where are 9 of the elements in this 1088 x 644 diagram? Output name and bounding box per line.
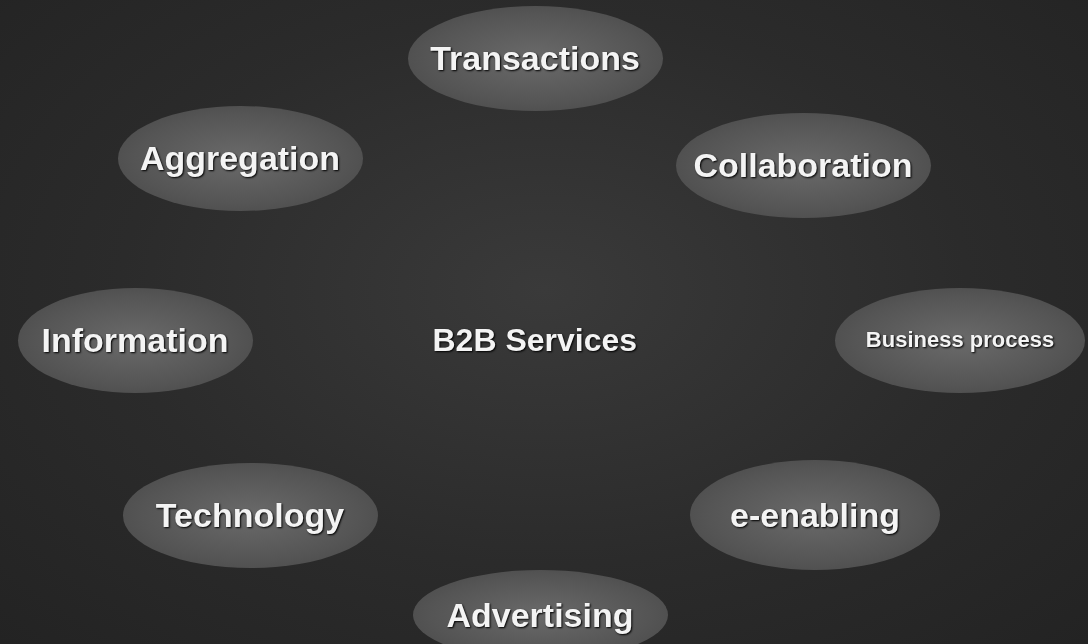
node-label: Information [41,320,229,360]
node-label: Technology [155,495,345,535]
node-label: e-enabling [730,495,900,535]
node-label: Transactions [430,38,640,78]
node-label: Business process [865,327,1055,353]
node-label: Collaboration [693,145,913,185]
center-heading: B2B Services [432,321,638,359]
node-label: Advertising [446,595,634,635]
node-label: Aggregation [139,138,341,178]
